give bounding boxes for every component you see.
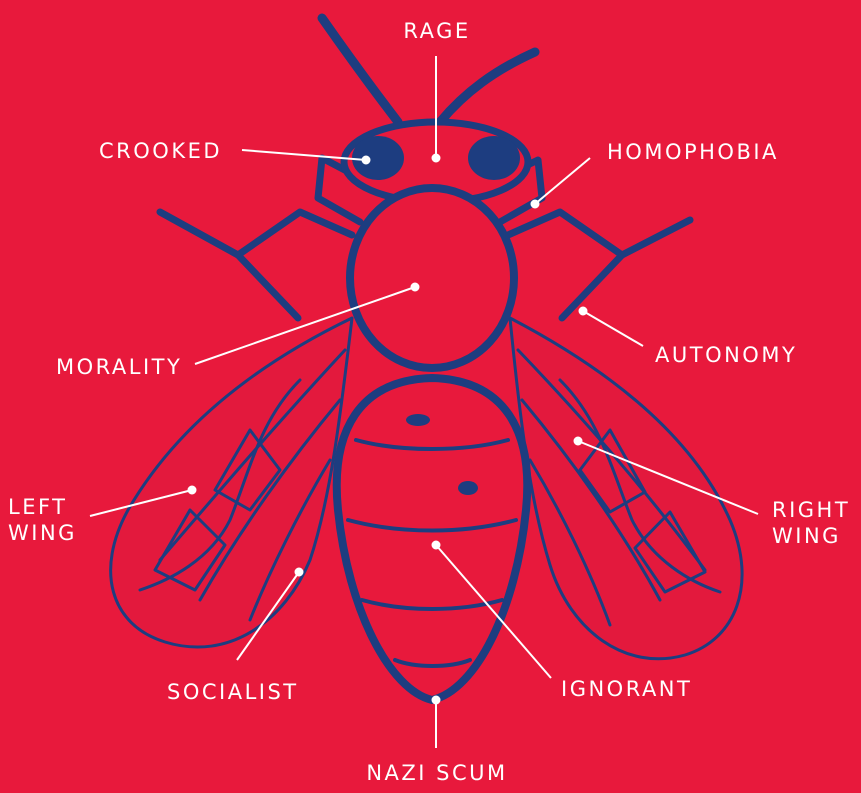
label-left-wing: LEFT WING bbox=[8, 494, 77, 546]
label-right-wing-line-1: RIGHT bbox=[772, 497, 850, 523]
label-crooked: CROOKED bbox=[99, 138, 222, 164]
label-autonomy: AUTONOMY bbox=[655, 342, 797, 368]
label-left-wing-line-2: WING bbox=[8, 520, 77, 546]
thorax bbox=[350, 188, 514, 368]
label-right-wing: RIGHT WING bbox=[772, 497, 850, 549]
pointer-autonomy bbox=[583, 311, 643, 346]
label-right-wing-line-2: WING bbox=[772, 523, 850, 549]
label-nazi-scum: NAZI SCUM bbox=[366, 760, 507, 786]
right-wing bbox=[510, 318, 742, 659]
abdomen bbox=[337, 378, 528, 700]
label-left-wing-line-1: LEFT bbox=[8, 494, 77, 520]
label-rage: RAGE bbox=[403, 18, 470, 44]
label-ignorant: IGNORANT bbox=[561, 676, 692, 702]
label-socialist: SOCIALIST bbox=[167, 679, 299, 705]
label-homophobia: HOMOPHOBIA bbox=[607, 139, 779, 165]
label-morality: MORALITY bbox=[56, 354, 182, 380]
